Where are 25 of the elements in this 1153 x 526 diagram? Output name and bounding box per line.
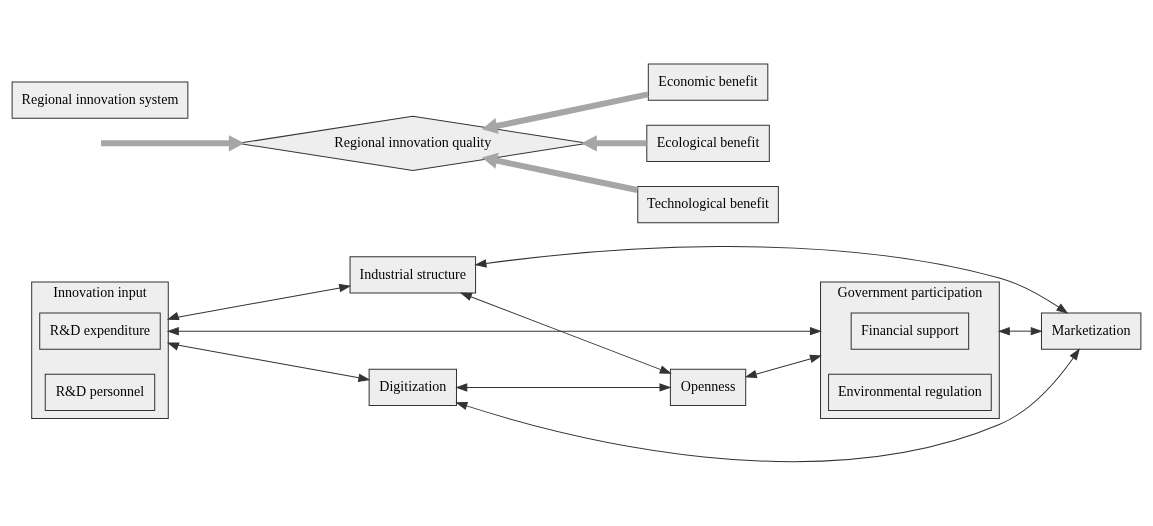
arrow	[581, 135, 647, 152]
arrow	[456, 383, 671, 392]
node-box: R&D personnel	[44, 373, 156, 411]
arrow	[167, 327, 822, 336]
arrow	[167, 342, 370, 382]
node-box: Economic benefit	[647, 63, 769, 101]
arrow	[460, 292, 671, 374]
arrow	[101, 135, 245, 152]
arrow	[475, 246, 1068, 314]
arrow	[481, 91, 649, 134]
node-box: Technological benefit	[637, 186, 779, 224]
node-box: Financial support	[850, 312, 970, 350]
node-box: Environmental regulation	[828, 373, 992, 411]
node-box: Industrial structure	[349, 256, 477, 294]
arrow	[998, 327, 1042, 336]
node-box: Openness	[669, 368, 747, 406]
node-box: Digitization	[368, 368, 457, 406]
arrow	[167, 283, 351, 320]
node-box: Ecological benefit	[646, 124, 770, 162]
node-box: R&D expenditure	[39, 312, 161, 350]
node-box: Marketization	[1040, 312, 1142, 350]
arrow	[481, 152, 638, 193]
arrow	[745, 354, 822, 379]
node-box: Regional innovation system	[11, 81, 189, 119]
arrow	[456, 348, 1080, 463]
